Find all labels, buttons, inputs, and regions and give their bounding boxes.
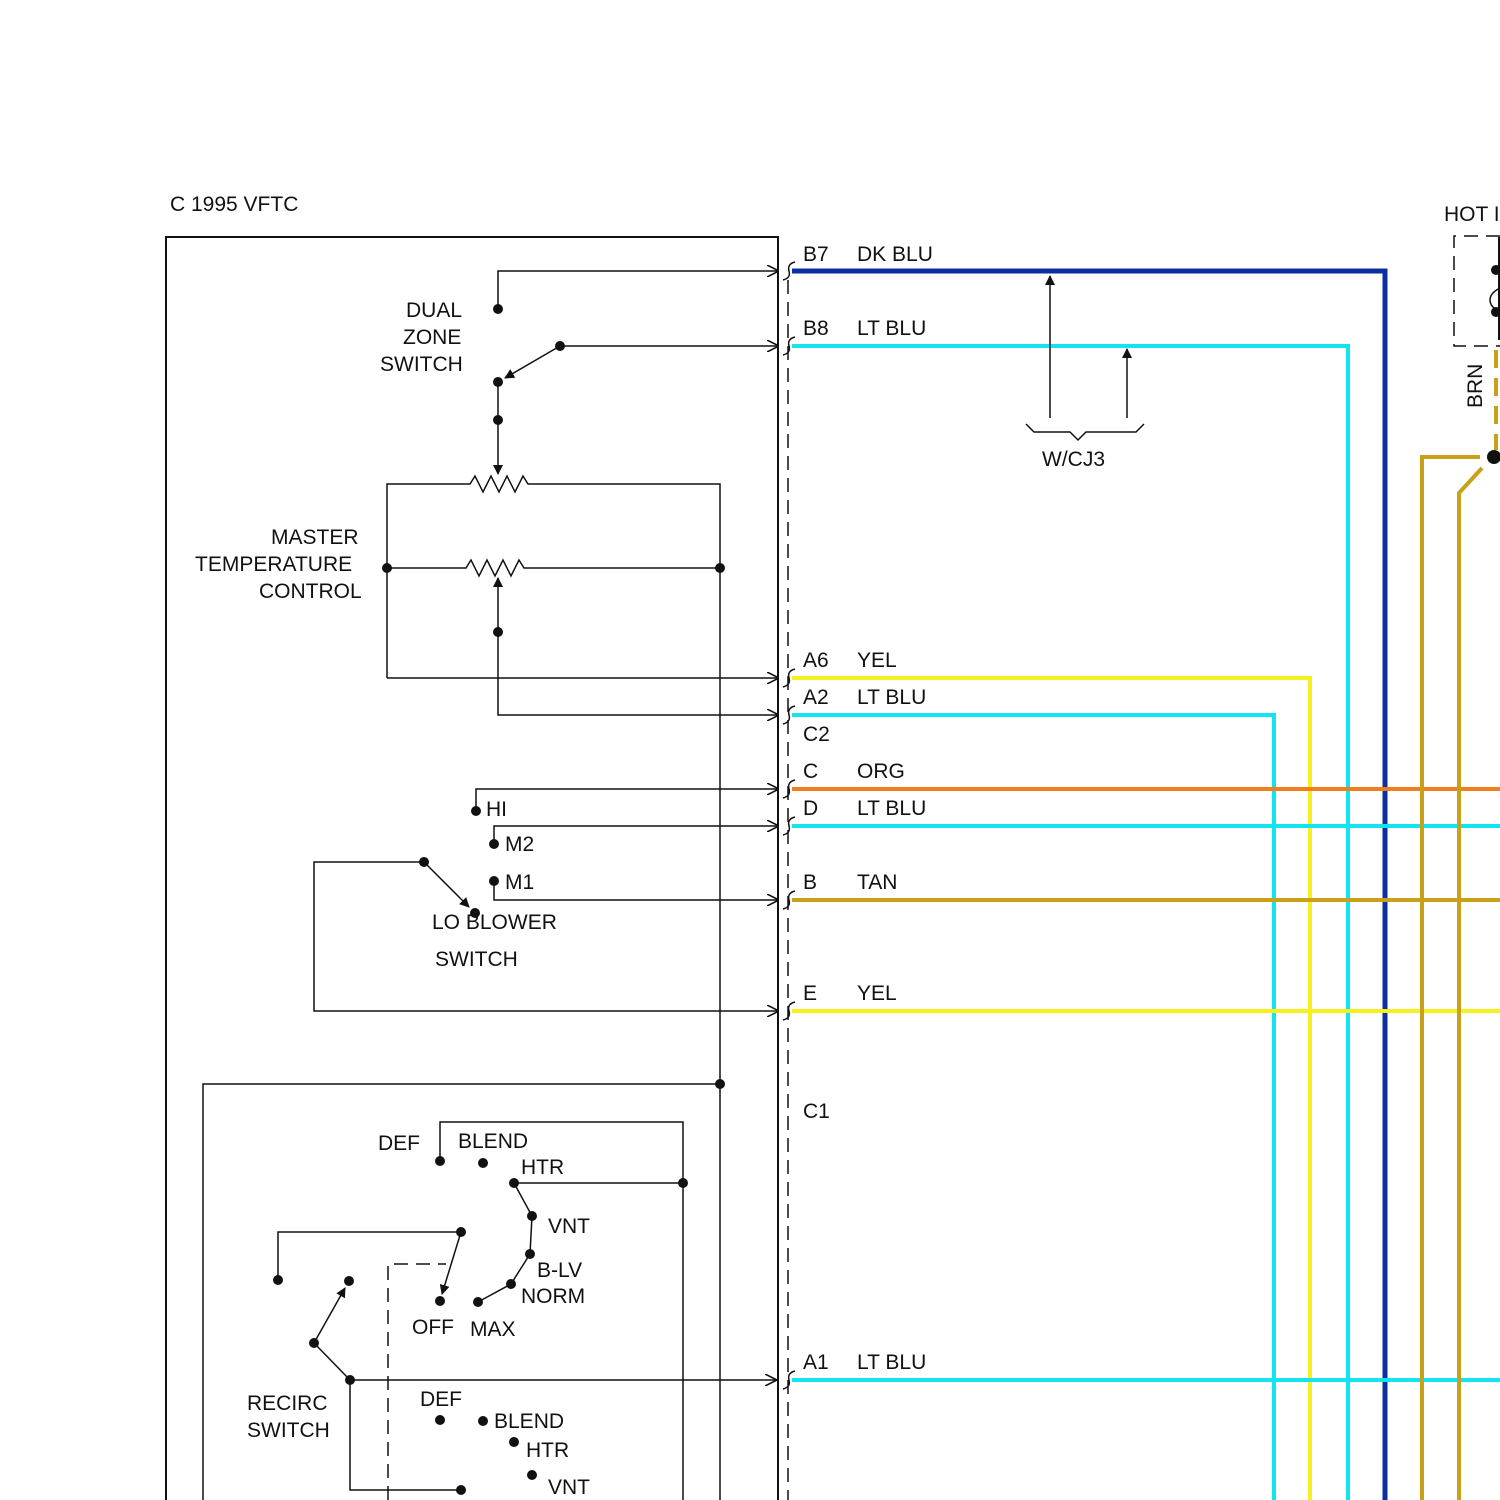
pin-label: C <box>803 760 818 783</box>
diagram-title: C 1995 VFTC <box>170 193 298 216</box>
wire-color-label: DK BLU <box>857 243 933 266</box>
blower-m1-label: M1 <box>505 871 534 894</box>
mode-max-label: MAX <box>470 1318 516 1341</box>
dual-zone-label-2: ZONE <box>403 326 461 349</box>
blower-switch-label-1: LO BLOWER <box>432 911 557 934</box>
pin-label: B7 <box>803 243 829 266</box>
recirc-switch-label-2: SWITCH <box>247 1419 330 1442</box>
hot-box: BRN <box>1454 236 1500 464</box>
wire-color-label: LT BLU <box>857 797 926 820</box>
blower-switch-label-2: SWITCH <box>435 948 518 971</box>
mode-control-box: DEF BLEND HTR VNT B-LV NORM OFF MAX RECI… <box>203 1079 776 1500</box>
wire-color-label: LT BLU <box>857 686 926 709</box>
mode-def-label: DEF <box>378 1132 420 1155</box>
connector-c2-label: C2 <box>803 723 830 746</box>
mode2-def-label: DEF <box>420 1388 462 1411</box>
master-temp-label-2: TEMPERATURE <box>195 553 352 576</box>
pin-label: B8 <box>803 317 829 340</box>
wire-color-label: YEL <box>857 982 897 1005</box>
wcj3-label: W/CJ3 <box>1042 448 1105 471</box>
blower-hi-label: HI <box>486 798 507 821</box>
mode-blend-label: BLEND <box>458 1130 528 1153</box>
pin-label: A2 <box>803 686 829 709</box>
blower-m2-label: M2 <box>505 833 534 856</box>
master-temp-label-1: MASTER <box>271 526 359 549</box>
master-temperature-control: MASTER TEMPERATURE CONTROL <box>195 476 778 1500</box>
pin-labels: B7 DK BLU B8 LT BLU A6 YEL A2 LT BLU C2 … <box>803 243 933 1374</box>
pin-label: A1 <box>803 1351 829 1374</box>
pin-label: D <box>803 797 818 820</box>
mode2-htr-label: HTR <box>526 1439 569 1462</box>
connector-c1-label: C1 <box>803 1100 830 1123</box>
wire-color-label: LT BLU <box>857 1351 926 1374</box>
pin-label: E <box>803 982 817 1005</box>
wcj3-option: W/CJ3 <box>1026 276 1144 471</box>
control-head-box <box>166 237 778 1500</box>
mode-vnt-label: VNT <box>548 1215 590 1238</box>
blower-switch: HI M2 M1 LO BLOWER SWITCH <box>314 789 778 1011</box>
wire-a2-lt-blu <box>792 715 1274 1500</box>
wire-group <box>792 237 1500 1500</box>
brn-label: BRN <box>1464 364 1487 408</box>
dual-zone-label-1: DUAL <box>406 299 462 322</box>
wire-color-label: ORG <box>857 760 905 783</box>
wire-color-label: TAN <box>857 871 897 894</box>
dual-zone-switch: DUAL ZONE SWITCH <box>380 271 778 474</box>
mode-norm-label: NORM <box>521 1285 585 1308</box>
mode-htr-label: HTR <box>521 1156 564 1179</box>
master-temp-label-3: CONTROL <box>259 580 362 603</box>
mode2-vnt-label: VNT <box>548 1476 590 1499</box>
wire-b8-lt-blu <box>792 346 1348 1500</box>
wire-color-label: LT BLU <box>857 317 926 340</box>
hot-label: HOT I <box>1444 203 1500 226</box>
pin-label: B <box>803 871 817 894</box>
pin-label: A6 <box>803 649 829 672</box>
mode-blv-label: B-LV <box>537 1259 582 1282</box>
wire-tan-vertical-1 <box>1422 457 1480 1500</box>
mode2-blend-label: BLEND <box>494 1410 564 1433</box>
dual-zone-label-3: SWITCH <box>380 353 463 376</box>
recirc-switch-label-1: RECIRC <box>247 1392 328 1415</box>
wire-color-label: YEL <box>857 649 897 672</box>
mode-off-label: OFF <box>412 1316 454 1339</box>
wire-tan-vertical-2 <box>1459 468 1482 1500</box>
